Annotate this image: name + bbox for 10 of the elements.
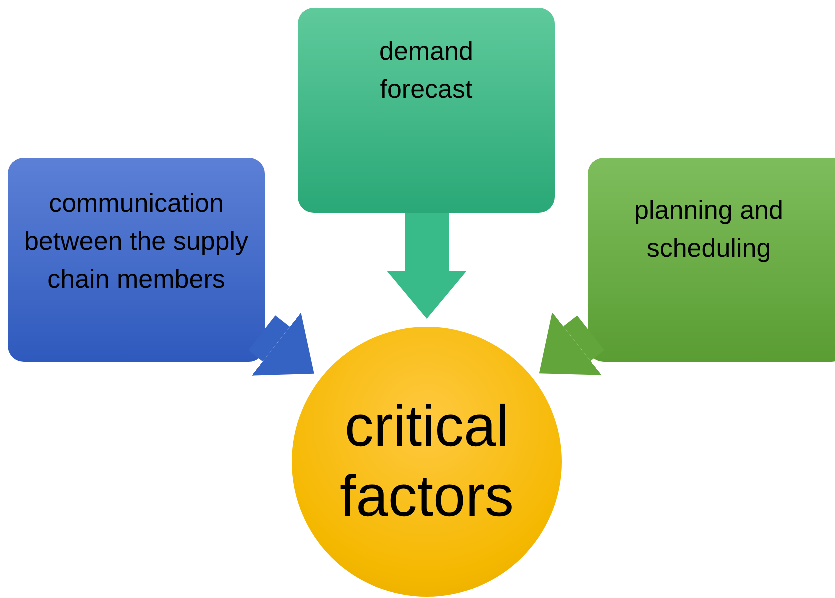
node-label: critical factors — [338, 393, 516, 531]
node-label: planning and scheduling — [634, 194, 784, 265]
process-box — [298, 8, 555, 213]
process-box — [588, 158, 835, 362]
node-label: communication between the supply chain members — [24, 187, 249, 296]
node-label: demand forecast — [378, 34, 474, 106]
block-arrow — [539, 312, 605, 376]
process-box — [8, 158, 265, 362]
block-arrow — [248, 312, 314, 376]
block-arrow — [387, 213, 467, 319]
